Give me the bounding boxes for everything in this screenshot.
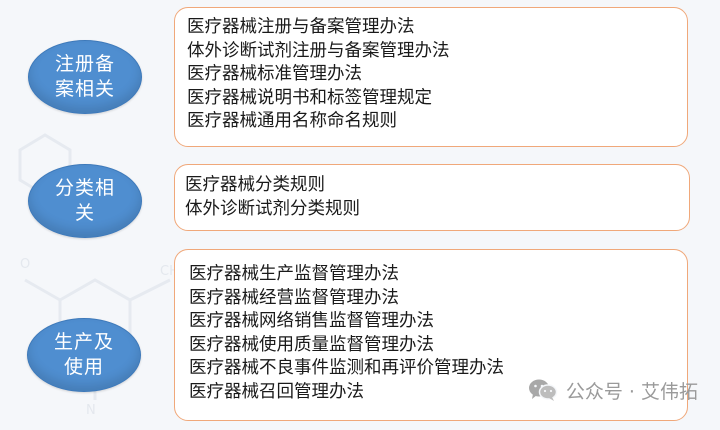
category-oval-registration: 注册备案相关 [28,40,142,114]
list-item: 医疗器械通用名称命名规则 [187,111,397,131]
list-item: 体外诊断试剂注册与备案管理办法 [187,40,450,61]
list-item: 医疗器械注册与备案管理办法 [187,17,415,37]
category-oval-production-use: 生产及使用 [27,318,141,392]
items-box-classification: 医疗器械分类规则 体外诊断试剂分类规则 [174,164,690,231]
list-item: 体外诊断试剂分类规则 [185,198,360,219]
list-item: 医疗器械分类规则 [185,175,325,195]
list-item: 医疗器械说明书和标签管理规定 [187,87,432,108]
category-label-registration: 注册备案相关 [54,53,115,100]
list-item: 医疗器械使用质量监督管理办法 [189,334,434,355]
watermark: 公众号 · 艾伟拓 [528,372,698,408]
list-item: 医疗器械网络销售监督管理办法 [189,311,434,331]
items-list-registration: 医疗器械注册与备案管理办法 体外诊断试剂注册与备案管理办法 医疗器械标准管理办法… [187,16,687,134]
items-list-production-use: 医疗器械生产监督管理办法 医疗器械经营监督管理办法 医疗器械网络销售监督管理办法… [189,263,687,404]
wechat-icon [528,379,558,401]
list-item: 医疗器械生产监督管理办法 [189,264,399,284]
category-oval-classification: 分类相关 [28,164,142,238]
svg-text:O: O [20,257,30,272]
watermark-text: 公众号 · 艾伟拓 [565,380,698,403]
list-item: 医疗器械召回管理办法 [189,381,364,402]
category-label-classification: 分类相关 [54,177,115,224]
items-box-production-use: 医疗器械生产监督管理办法 医疗器械经营监督管理办法 医疗器械网络销售监督管理办法… [174,249,688,421]
list-item: 医疗器械标准管理办法 [187,64,362,84]
list-item: 医疗器械经营监督管理办法 [189,287,399,308]
items-box-registration: 医疗器械注册与备案管理办法 体外诊断试剂注册与备案管理办法 医疗器械标准管理办法… [174,7,688,147]
list-item: 医疗器械不良事件监测和再评价管理办法 [189,358,504,378]
items-list-classification: 医疗器械分类规则 体外诊断试剂分类规则 [185,174,689,221]
category-label-production-use: 生产及使用 [53,331,114,378]
svg-text:N: N [86,403,96,418]
